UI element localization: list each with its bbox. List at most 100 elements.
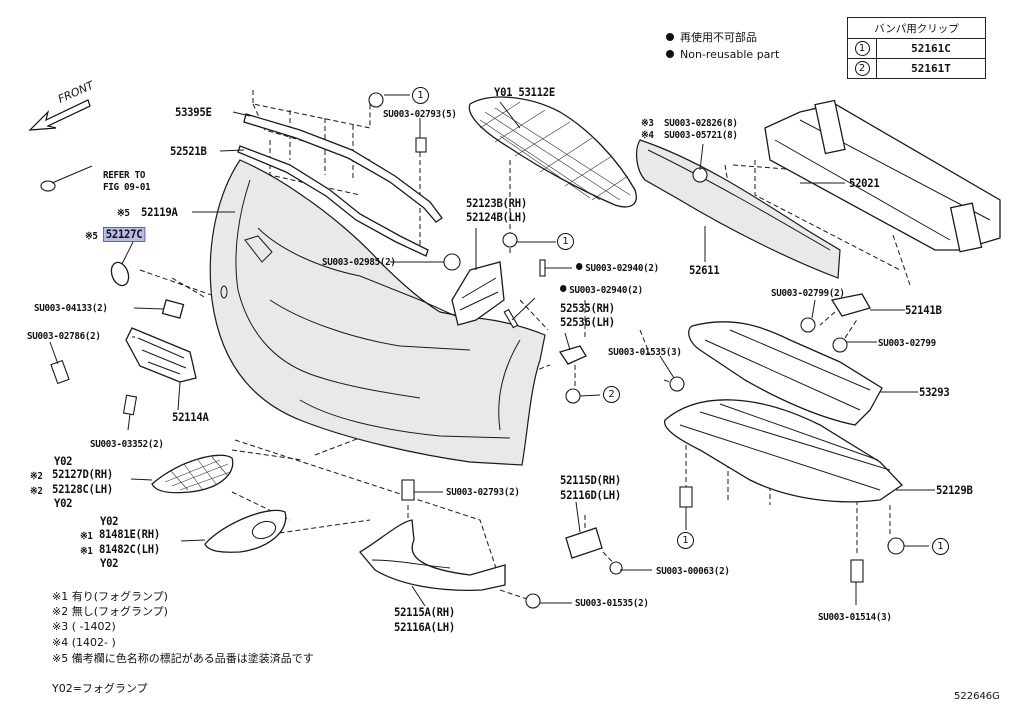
fasteners (40, 92, 905, 609)
part-label-su003-02799[interactable]: SU003-02799 (878, 338, 936, 349)
legend-en: Non-reusable part (666, 48, 779, 62)
part-label-52114a[interactable]: 52114A (172, 410, 209, 424)
table-row: 1 52161C (847, 38, 986, 59)
legend-jp: 再使用不可部品 (666, 31, 757, 45)
part-label-53112e[interactable]: Y01 53112E (494, 85, 555, 99)
clip-marker[interactable]: 1 (932, 538, 949, 555)
part-label-52123b[interactable]: 52123B(RH) (466, 196, 527, 210)
note-mark: ※1 (80, 546, 93, 557)
part-label-su003-02940-a[interactable]: SU003-02940(2) (576, 262, 659, 275)
part-label-52141b[interactable]: 52141B (905, 303, 942, 317)
note-mark: ※2 (30, 471, 43, 482)
front-arrow-icon (28, 99, 91, 131)
undercover-52129b (664, 399, 903, 503)
part-label-52535[interactable]: 52535(RH) (560, 301, 615, 315)
part-label-su003-02826[interactable]: SU003-02826(8) (664, 118, 738, 129)
molding-strip-53395e (243, 113, 443, 223)
part-label-su003-05721[interactable]: SU003-05721(8) (664, 130, 738, 141)
part-label-52129b[interactable]: 52129B (936, 483, 973, 497)
part-label-52611[interactable]: 52611 (689, 263, 720, 277)
foglamp-cover-81481e (204, 509, 287, 553)
part-label-52521b[interactable]: 52521B (170, 144, 207, 158)
bumper-cover-52119a (209, 159, 546, 466)
part-label-52127c[interactable]: 52127C (103, 227, 146, 242)
part-label-52021[interactable]: 52021 (849, 176, 880, 190)
clip-marker[interactable]: 1 (677, 532, 694, 549)
footnote-3: ※3 ( -1402) (52, 620, 116, 633)
color-code: Y02 (100, 514, 119, 528)
part-label-81481e[interactable]: 81481E(RH) (99, 527, 160, 541)
grille-52127d (151, 454, 234, 494)
clip-mark: 2 (854, 61, 870, 76)
part-label-su003-02793-5[interactable]: SU003-02793(5) (383, 109, 457, 120)
non-reusable-dot-icon (560, 285, 567, 292)
part-label-su003-02799-2[interactable]: SU003-02799(2) (771, 288, 845, 299)
non-reusable-dot-icon (666, 33, 674, 41)
figure-id: 522646G (954, 691, 1000, 702)
part-label-52116a[interactable]: 52116A(LH) (394, 620, 455, 634)
clip-part-number[interactable]: 52161T (876, 58, 986, 79)
clip-table: バンパ用クリップ 1 52161C 2 52161T (847, 17, 986, 79)
part-label-su003-02793-2[interactable]: SU003-02793(2) (446, 487, 520, 498)
part-label-su003-01514[interactable]: SU003-01514(3) (818, 612, 892, 623)
non-reusable-dot-icon (666, 50, 674, 58)
grille-53112e (468, 96, 637, 208)
clip-table-header: バンパ用クリップ (847, 17, 986, 39)
non-reusable-dot-icon (576, 263, 583, 270)
note-mark: ※5 (85, 231, 98, 242)
footnote-2: ※2 無し(フォグランプ) (52, 605, 168, 618)
clip-mark: 1 (854, 41, 870, 56)
part-label-53395e[interactable]: 53395E (175, 105, 212, 119)
note-mark: ※1 (80, 531, 93, 542)
part-label-52124b[interactable]: 52124B(LH) (466, 210, 527, 224)
clip-marker[interactable]: 2 (603, 386, 620, 403)
part-label-su003-02940-b[interactable]: SU003-02940(2) (560, 284, 643, 297)
bracket-52535 (558, 345, 587, 365)
part-label-52119a[interactable]: 52119A (141, 205, 178, 219)
part-label-52116d[interactable]: 52116D(LH) (560, 488, 621, 502)
footnote-4: ※4 (1402- ) (52, 636, 116, 649)
cover-53293 (688, 321, 883, 426)
refer-link[interactable]: FIG 09-01 (103, 182, 151, 193)
part-label-81482c[interactable]: 81482C(LH) (99, 542, 160, 556)
table-row: 2 52161T (847, 58, 986, 79)
part-label-52128c[interactable]: 52128C(LH) (52, 482, 113, 496)
part-label-su003-00063[interactable]: SU003-00063(2) (656, 566, 730, 577)
clip-marker[interactable]: 1 (412, 87, 429, 104)
part-label-su003-02786[interactable]: SU003-02786(2) (27, 331, 101, 342)
bracket-52115a (359, 519, 506, 591)
clip-marker[interactable]: 1 (557, 233, 574, 250)
part-label-su003-01535-2[interactable]: SU003-01535(2) (575, 598, 649, 609)
footnote-5: ※5 備考欄に色名称の標記がある品番は塗装済品です (52, 652, 314, 665)
note-mark: ※2 (30, 486, 43, 497)
note-mark: ※4 (641, 130, 654, 141)
part-label-53293[interactable]: 53293 (919, 385, 950, 399)
part-label-52115d[interactable]: 52115D(RH) (560, 473, 621, 487)
part-label-52536[interactable]: 52536(LH) (560, 315, 615, 329)
bracket-52141b (830, 293, 871, 317)
note-mark: ※3 (641, 118, 654, 129)
cap-52127c (110, 261, 130, 287)
part-label-52127d[interactable]: 52127D(RH) (52, 467, 113, 481)
leader-lines (49, 94, 935, 607)
color-code: Y02 (54, 454, 73, 468)
footnote-1: ※1 有り(フォグランプ) (52, 590, 168, 603)
part-label-52115a[interactable]: 52115A(RH) (394, 605, 455, 619)
seal-52521b (237, 145, 429, 257)
color-code: Y02 (54, 496, 73, 510)
absorber-52611 (635, 139, 841, 279)
bracket-52114a (125, 299, 197, 383)
bracket-52123b (451, 261, 505, 326)
part-label-su003-02985[interactable]: SU003-02985(2) (322, 257, 396, 268)
y02-note: Y02=フォグランプ (52, 682, 148, 695)
part-label-su003-03352[interactable]: SU003-03352(2) (90, 439, 164, 450)
clip-part-number[interactable]: 52161C (876, 38, 986, 59)
reinforcement-52021 (754, 99, 1001, 271)
color-code: Y02 (100, 556, 119, 570)
refer-text: REFER TO (103, 170, 146, 181)
part-label-su003-01535-3[interactable]: SU003-01535(3) (608, 347, 682, 358)
part-label-su003-04133[interactable]: SU003-04133(2) (34, 303, 108, 314)
bracket-52115d (565, 527, 603, 559)
